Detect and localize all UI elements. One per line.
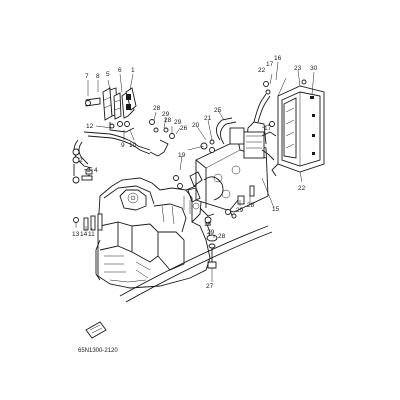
spark-plug-leads [72,131,169,184]
callout-14: 14 [80,231,88,238]
callout-3: 3 [87,167,91,174]
callout-6: 6 [118,67,122,74]
callout-29-right: 29 [236,207,244,214]
callout-17-upper: 17 [266,61,274,68]
callout-10: 10 [129,142,137,149]
callout-30: 30 [310,65,318,72]
callout-1: 1 [131,67,135,74]
callout-20: 19 [178,152,186,159]
callout-29-bottom: 29 [207,229,215,236]
diagram-code: 65N1300-2120 [78,348,118,354]
callout-29-mid: 29 [174,119,182,126]
leader-lines [75,61,315,282]
cdi-unit-bracket [173,117,269,241]
ignition-coil-assembly [85,87,137,133]
callout-25: 25 [214,107,222,114]
callout-13: 13 [72,231,80,238]
callout-8: 8 [96,73,100,80]
callout-labels: 7 8 5 6 1 12 9 10 2 3 4 28 29 28 29 26 2… [72,55,318,290]
callout-28-right: 28 [247,202,255,209]
engine-block [95,177,211,289]
wire-harness [253,81,277,161]
callout-5: 5 [106,71,110,78]
reference-mark: 65N1300-2120 [78,321,118,354]
callout-2: 2 [79,157,83,164]
callout-21: 20 [192,122,200,129]
callout-28-left: 28 [153,105,161,112]
callout-4: 4 [94,167,98,174]
callout-17-lower: 17 [264,125,272,132]
callout-9: 9 [121,142,125,149]
callout-7: 7 [85,73,89,80]
flywheel-edge [119,225,273,303]
callout-22: 21 [204,115,212,122]
callout-16: 16 [274,55,282,62]
callout-27: 27 [206,283,214,290]
callout-18: 22 [258,67,266,74]
callout-28-mid: 28 [164,117,172,124]
callout-12: 12 [86,123,94,130]
callout-19: 18 [204,221,212,228]
mounting-hardware-left [73,213,103,231]
stud-and-washer-bottom [149,119,218,269]
callout-23: 22 [298,185,306,192]
callout-24: 23 [294,65,302,72]
callout-29-left: 29 [162,111,170,118]
callout-26: 26 [180,125,188,132]
callout-15: 15 [272,206,280,213]
callout-28-bottom: 28 [218,233,226,240]
callout-11: 11 [88,231,95,238]
electrical-box-cover [271,79,325,177]
